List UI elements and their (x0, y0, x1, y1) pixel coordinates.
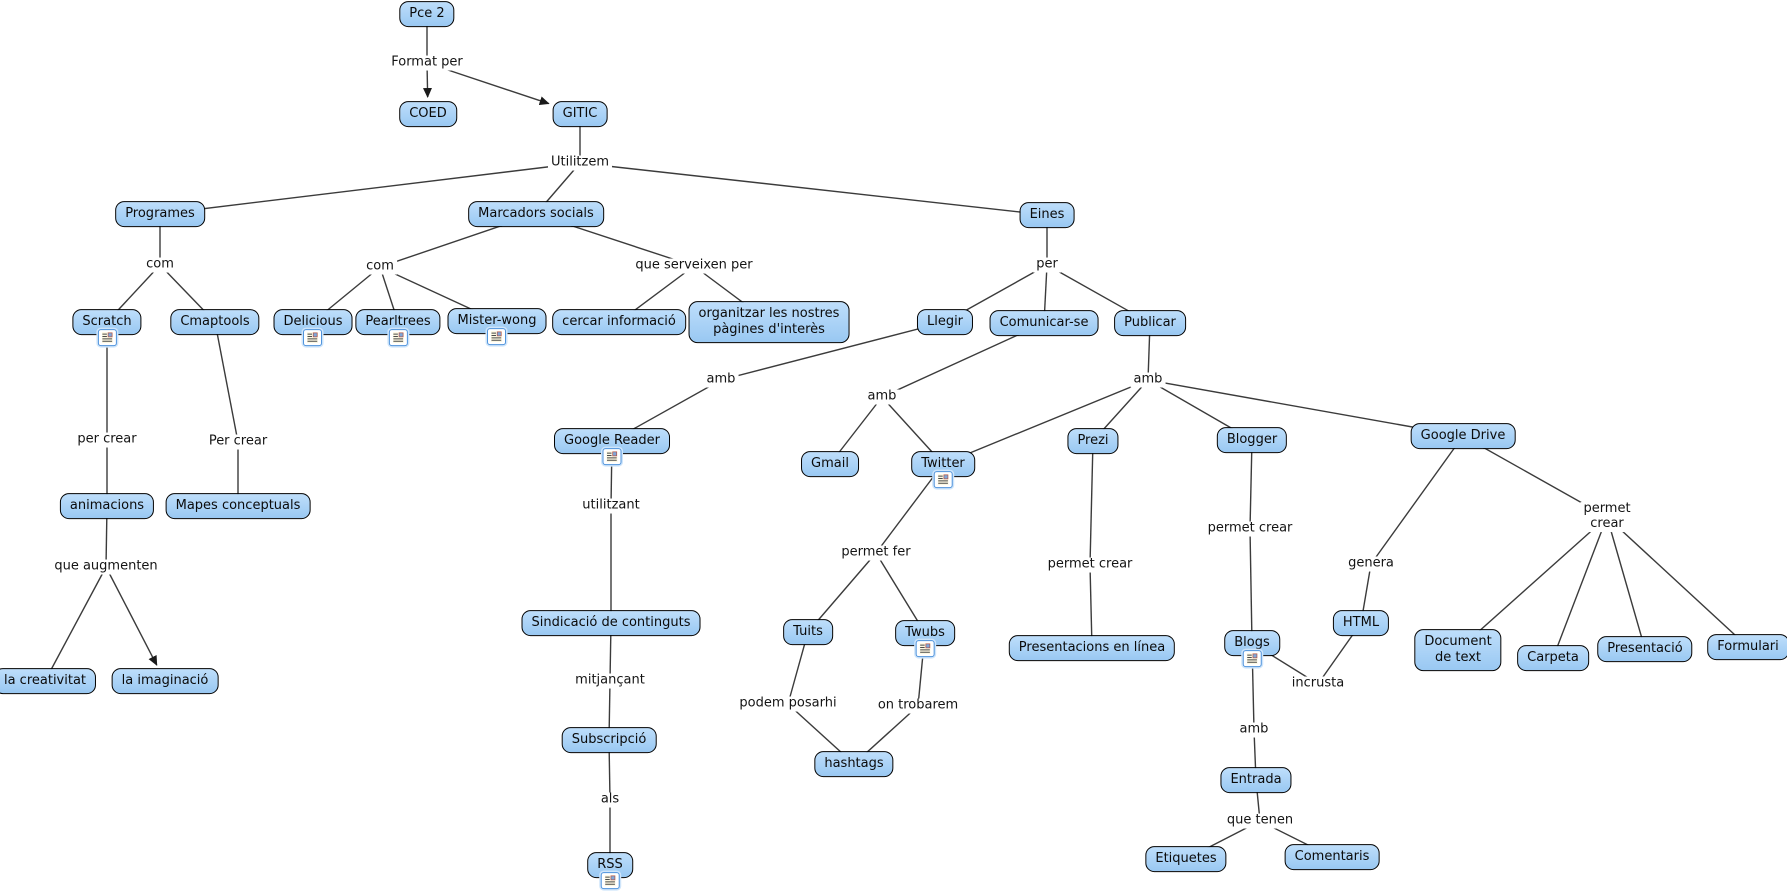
concept-pearltrees[interactable]: Pearltrees (355, 309, 441, 346)
concept-googledrive[interactable]: Google Drive (1410, 423, 1516, 449)
concept-programes[interactable]: Programes (115, 201, 205, 227)
link-label-per[interactable]: per (1033, 257, 1061, 273)
concept-etiquetes[interactable]: Etiquetes (1145, 846, 1227, 872)
concept-misterwong[interactable]: Mister-wong (447, 308, 547, 345)
link-label-genera[interactable]: genera (1345, 556, 1397, 572)
connector-line-llegir-amb1 (720, 321, 946, 381)
concept-gitic[interactable]: GITIC (552, 101, 608, 127)
concept-comentaris[interactable]: Comentaris (1284, 844, 1380, 870)
connector-line-twitter-permetfer (875, 463, 944, 554)
link-label-formatper[interactable]: Format per (388, 55, 466, 71)
concept-prezi[interactable]: Prezi (1067, 428, 1119, 454)
resource-link-icon[interactable] (600, 871, 620, 889)
link-label-com1[interactable]: com (143, 257, 177, 273)
connector-line-amb3-googledrive (1147, 379, 1464, 437)
connector-line-permetcrear3-presentacio (1606, 516, 1646, 650)
concept-lacreativitat[interactable]: la creativitat (0, 668, 97, 694)
connector-line-permetfer-tuits (807, 552, 877, 633)
concept-llegir[interactable]: Llegir (916, 309, 974, 335)
resource-link-icon[interactable] (915, 639, 935, 657)
connector-line-permetfer-twubs (875, 552, 926, 634)
concept-html[interactable]: HTML (1332, 610, 1390, 636)
link-label-queaugmenten[interactable]: que augmenten (51, 559, 161, 575)
resource-link-icon[interactable] (933, 470, 953, 488)
link-label-podemposarhi[interactable]: podem posarhi (736, 696, 840, 712)
link-label-ontrobarem[interactable]: on trobarem (874, 698, 962, 714)
link-label-incrusta[interactable]: incrusta (1288, 676, 1348, 692)
connector-line-prezi-permetcrear1 (1089, 440, 1094, 566)
connector-line-permetcrear1-presentacions (1089, 564, 1093, 649)
link-label-permetcrear3[interactable]: permet crear (1580, 501, 1634, 532)
link-label-percrear1[interactable]: per crear (74, 432, 140, 448)
concept-cercar[interactable]: cercar informació (552, 309, 686, 335)
link-label-permetcrear2[interactable]: permet crear (1204, 521, 1296, 537)
concept-blogs[interactable]: Blogs (1224, 630, 1280, 667)
connector-line-queaugmenten-lacreativitat (44, 566, 107, 682)
resource-link-icon[interactable] (97, 328, 117, 346)
connector-line-amb3-twitter (942, 379, 1149, 465)
concept-carpeta[interactable]: Carpeta (1517, 645, 1589, 671)
resource-link-icon[interactable] (487, 327, 507, 345)
concept-laimaginacio[interactable]: la imaginació (111, 668, 219, 694)
link-label-amb3[interactable]: amb (1130, 372, 1166, 388)
connector-line-permetcrear3-formulari (1606, 516, 1749, 648)
concept-presentacio[interactable]: Presentació (1597, 636, 1693, 662)
link-label-queserveixen[interactable]: que serveixen per (632, 258, 756, 274)
concept-entrada[interactable]: Entrada (1220, 767, 1292, 793)
concept-eines[interactable]: Eines (1019, 202, 1075, 228)
concept-coed[interactable]: COED (399, 101, 457, 127)
concept-pce2[interactable]: Pce 2 (399, 1, 455, 27)
link-label-amb4[interactable]: amb (1236, 722, 1272, 738)
link-label-permetfer[interactable]: permet fer (838, 545, 914, 561)
concept-twitter[interactable]: Twitter (911, 451, 975, 488)
resource-link-icon[interactable] (303, 328, 323, 346)
resource-link-icon[interactable] (388, 328, 408, 346)
concept-scratch[interactable]: Scratch (72, 309, 142, 346)
concept-gmail[interactable]: Gmail (801, 451, 859, 477)
link-label-percrear2[interactable]: Per crear (205, 434, 271, 450)
concept-doctext[interactable]: Document de text (1414, 629, 1502, 671)
concept-mapes[interactable]: Mapes conceptuals (165, 493, 311, 519)
concept-formulari[interactable]: Formulari (1707, 634, 1787, 660)
connector-line-utilitzem-programes (159, 162, 581, 215)
connector-line-cmaptools-percrear2 (214, 321, 239, 443)
connector-line-permetcrear3-carpeta (1552, 516, 1608, 659)
concept-comunicarse[interactable]: Comunicar-se (989, 310, 1099, 336)
connector-line-permetcrear2-blogs (1249, 528, 1253, 644)
link-label-utilitzem[interactable]: Utilitzem (547, 155, 613, 171)
resource-link-icon[interactable] (1242, 649, 1262, 667)
concept-blogger[interactable]: Blogger (1216, 427, 1288, 453)
connector-line-googledrive-genera (1370, 435, 1464, 565)
link-label-permetcrear1[interactable]: permet crear (1044, 557, 1136, 573)
concept-publicar[interactable]: Publicar (1114, 310, 1186, 336)
link-label-mitjancant[interactable]: mitjançant (572, 673, 648, 689)
connector-line-utilitzem-eines (579, 162, 1048, 216)
concept-googlereader[interactable]: Google Reader (554, 428, 670, 465)
concept-organitzar[interactable]: organitzar les nostres pàgines d'interès (688, 301, 850, 343)
concept-delicious[interactable]: Delicious (273, 309, 353, 346)
concept-sindicacio[interactable]: Sindicació de continguts (521, 610, 701, 636)
connector-line-queaugmenten-laimaginacio (105, 566, 158, 666)
connector-line-permetcrear3-doctext (1457, 516, 1608, 651)
concept-subscripcio[interactable]: Subscripció (561, 727, 657, 753)
concept-presentacions[interactable]: Presentacions en línea (1008, 635, 1176, 661)
link-label-amb2[interactable]: amb (864, 389, 900, 405)
link-label-amb1[interactable]: amb (703, 372, 739, 388)
link-label-com2[interactable]: com (363, 259, 397, 275)
concept-hashtags[interactable]: hashtags (814, 751, 894, 777)
concept-tuits[interactable]: Tuits (783, 619, 833, 645)
link-label-als[interactable]: als (597, 792, 623, 808)
link-label-quetenen[interactable]: que tenen (1223, 813, 1297, 829)
concept-cmaptools[interactable]: Cmaptools (170, 309, 260, 335)
concept-twubs[interactable]: Twubs (895, 620, 955, 657)
concept-rss[interactable]: RSS (587, 852, 633, 889)
resource-link-icon[interactable] (602, 447, 622, 465)
link-label-utilitzant[interactable]: utilitzant (579, 498, 643, 514)
connector-line-blogger-permetcrear2 (1249, 439, 1253, 530)
concept-animacions[interactable]: animacions (59, 493, 155, 519)
concept-marcadors[interactable]: Marcadors socials (468, 201, 604, 227)
